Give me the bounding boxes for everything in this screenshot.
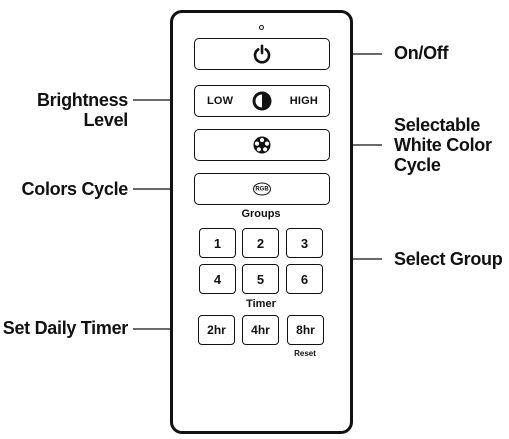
power-button[interactable]	[194, 38, 330, 70]
callout-brightness-line1: Brightness	[36, 90, 128, 110]
brightness-low-label: LOW	[207, 95, 234, 107]
timer-4hr-button[interactable]: 4hr	[242, 315, 279, 345]
callout-colors-cycle: Colors Cycle	[21, 179, 129, 199]
callout-white-line1: Selectable	[394, 115, 481, 135]
group-4-button[interactable]: 4	[199, 264, 236, 294]
callout-selectable-white: Selectable White Color Cycle	[394, 115, 492, 175]
white-cycle-button[interactable]	[194, 129, 330, 161]
group-2-button[interactable]: 2	[242, 228, 279, 258]
rgb-cycle-button[interactable]: RGB	[194, 173, 330, 205]
brightness-half-icon	[252, 91, 272, 111]
callout-brightness-line2: Level	[83, 110, 128, 130]
brightness-button[interactable]: LOW HIGH	[194, 85, 330, 117]
groups-label: Groups	[241, 208, 281, 220]
callout-brightness: Brightness Level	[0, 90, 128, 130]
brightness-high-label: HIGH	[289, 95, 318, 107]
reset-label: Reset	[294, 349, 316, 358]
timer-label: Timer	[246, 298, 276, 310]
group-6-button[interactable]: 6	[286, 264, 323, 294]
timer-8hr-button[interactable]: 8hr	[287, 315, 324, 345]
callout-white-line3: Cycle	[394, 155, 441, 175]
callout-select-group: Select Group	[394, 249, 503, 269]
callout-white-line2: White Color	[394, 135, 492, 155]
callout-on-off: On/Off	[394, 43, 449, 63]
power-icon	[253, 44, 271, 64]
group-3-button[interactable]: 3	[286, 228, 323, 258]
timer-2hr-button[interactable]: 2hr	[198, 315, 235, 345]
indicator-led	[259, 25, 264, 30]
group-5-button[interactable]: 5	[242, 264, 279, 294]
callout-set-timer: Set Daily Timer	[2, 318, 129, 338]
group-1-button[interactable]: 1	[199, 228, 236, 258]
color-wheel-icon	[253, 136, 271, 154]
remote-body	[170, 10, 353, 434]
rgb-badge: RGB	[253, 182, 271, 196]
